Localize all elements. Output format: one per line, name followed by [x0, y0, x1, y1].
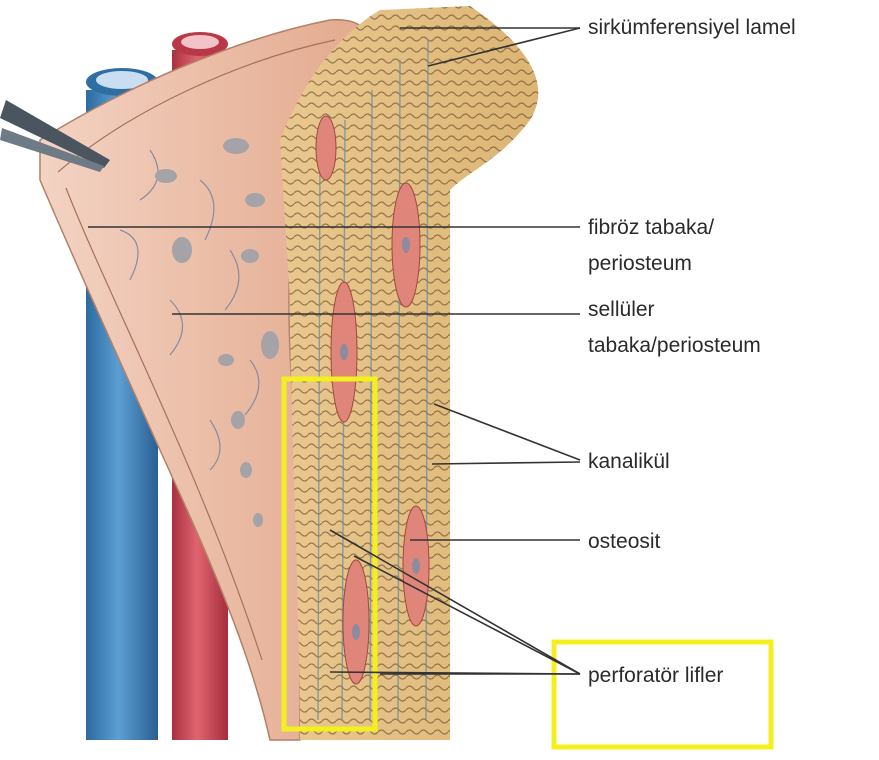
label-canaliculi: kanalikül [588, 448, 670, 475]
label-fibrous-layer-line2: periosteum [588, 250, 692, 277]
label-perforating-fibers: perforatör lifler [588, 662, 723, 689]
label-fibrous-layer-line1: fibröz tabaka/ [588, 214, 714, 241]
label-circumferential-lamella: sirkümferensiyel lamel [588, 14, 796, 41]
highlight-box-label [554, 642, 771, 747]
label-cellular-layer-line1: sellüler [588, 296, 655, 323]
bone-lamellae [280, 6, 538, 740]
label-cellular-layer-line2: tabaka/periosteum [588, 332, 761, 359]
label-osteocyte: osteosit [588, 528, 660, 555]
